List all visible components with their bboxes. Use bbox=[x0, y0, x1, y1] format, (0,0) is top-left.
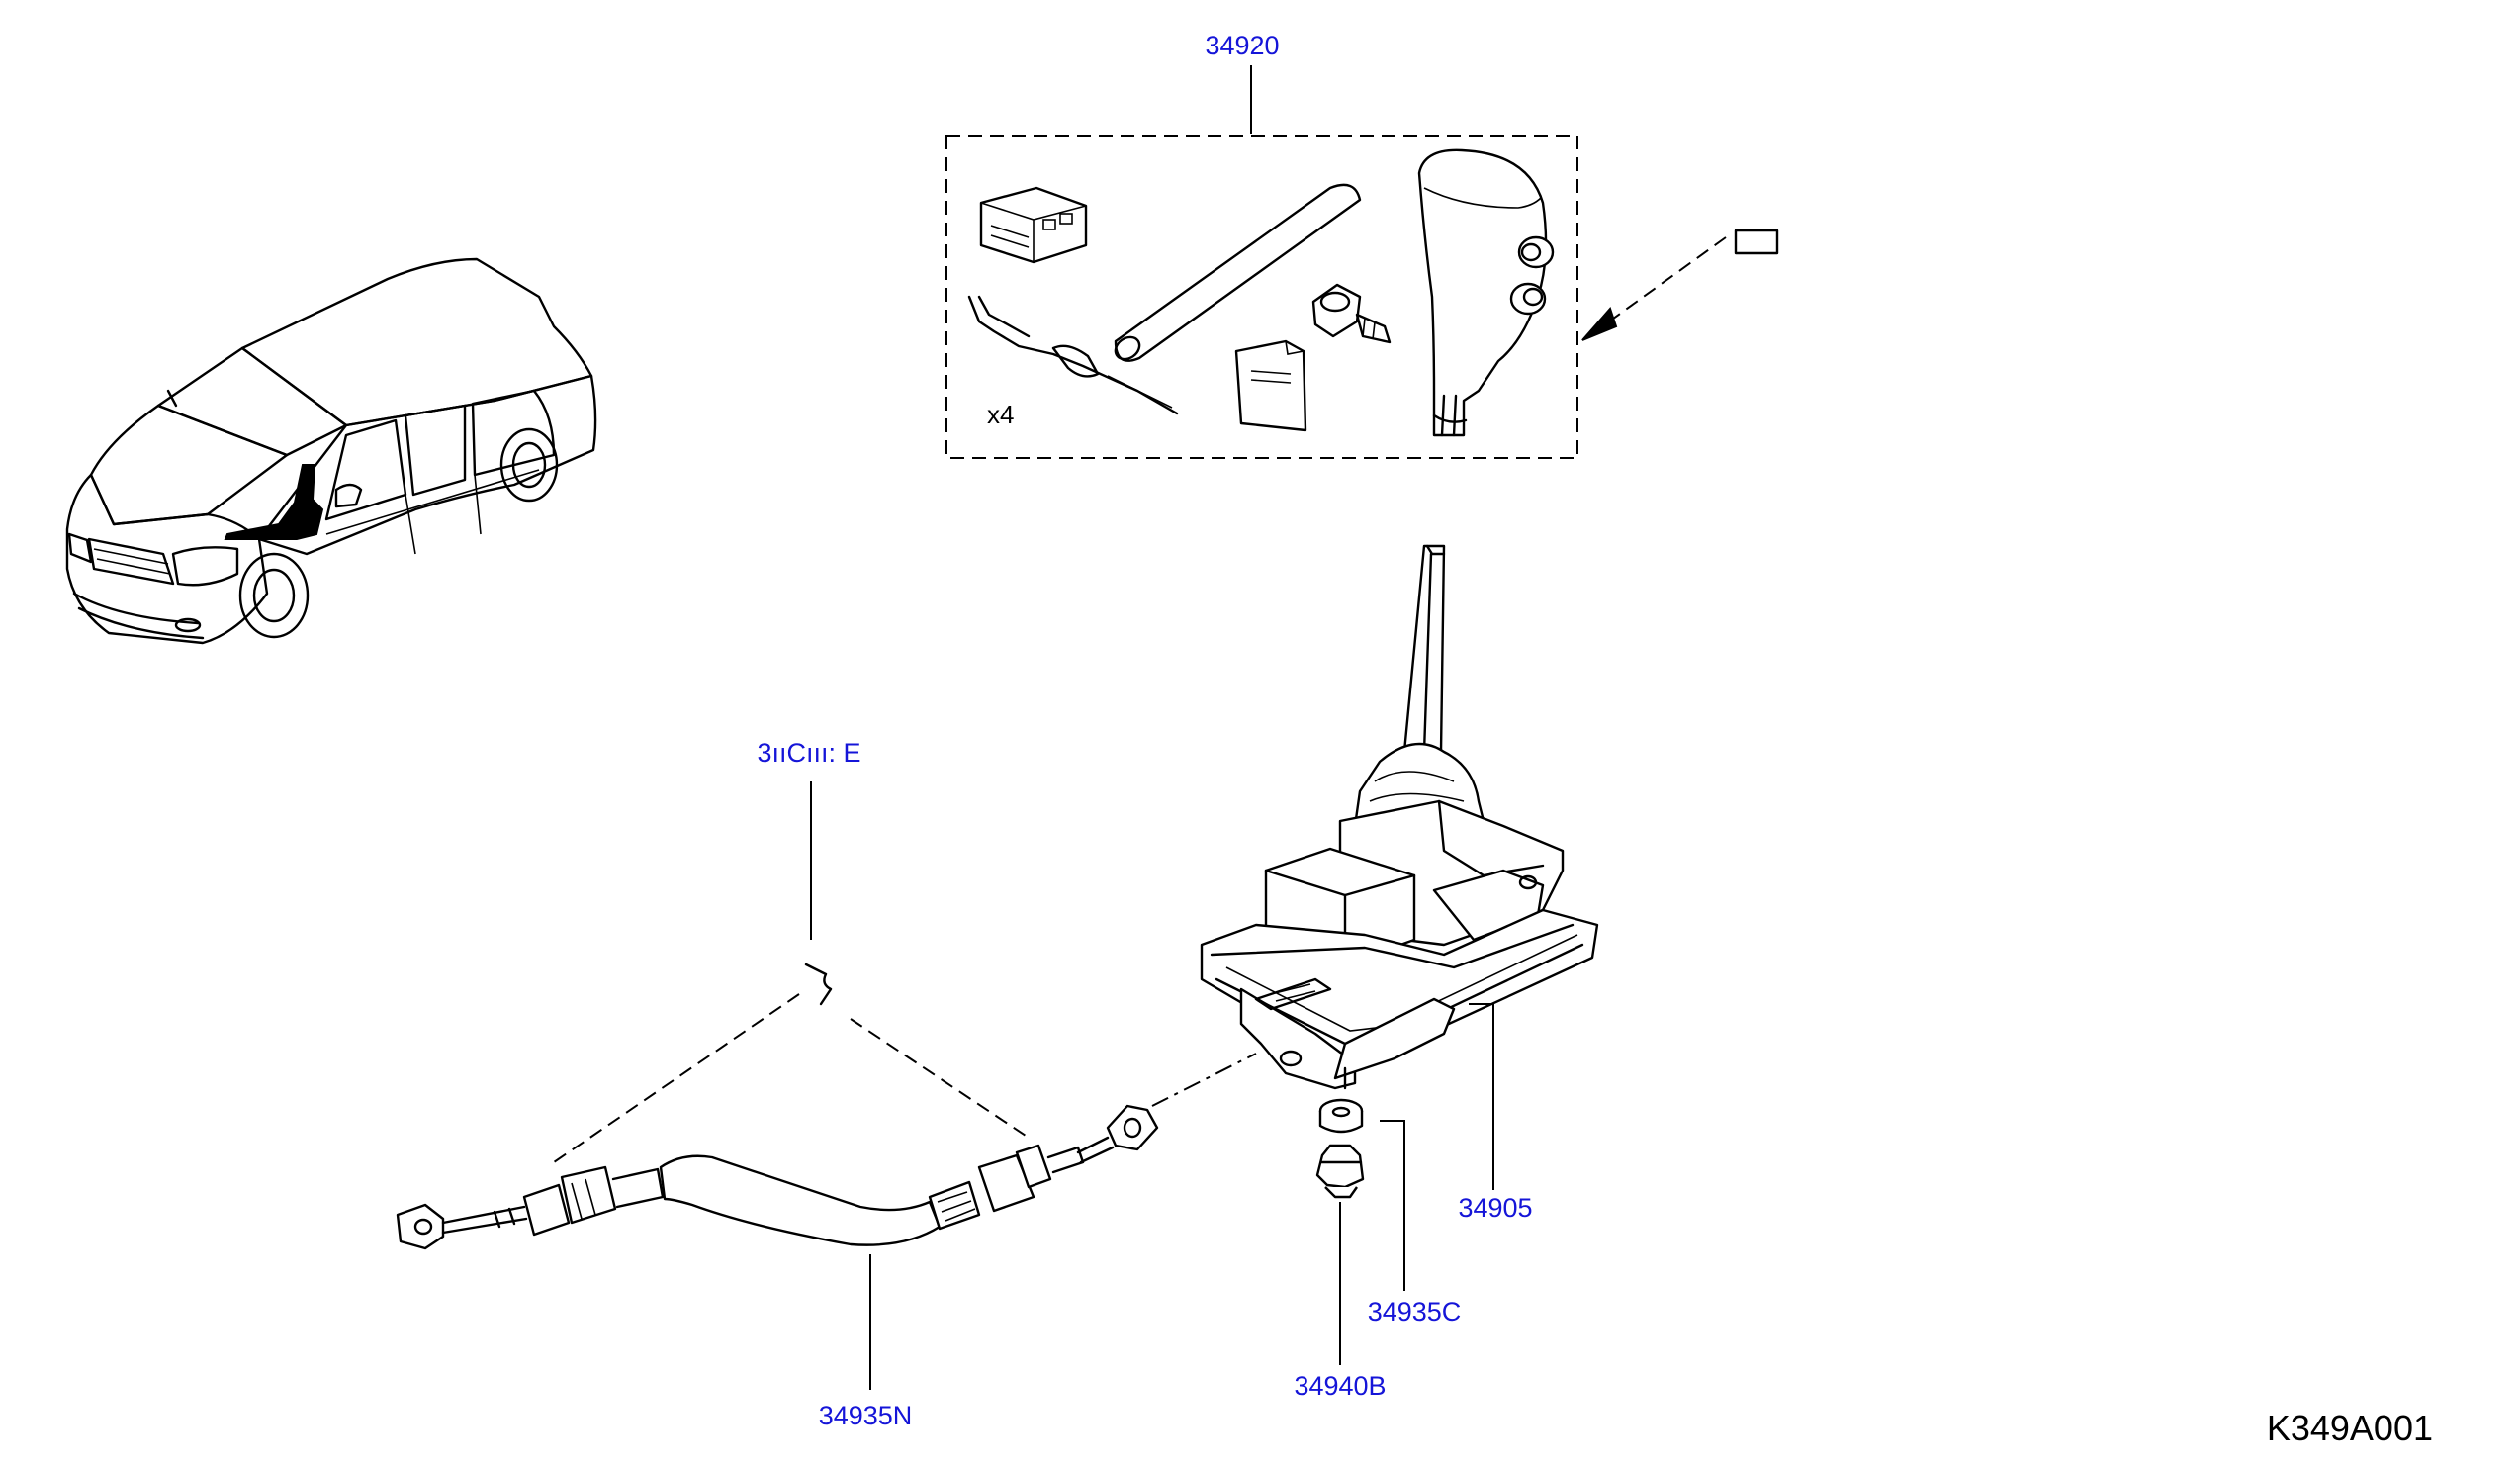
callout-34920: 34920 bbox=[1205, 31, 1279, 60]
kit-quantity-note: x4 bbox=[987, 400, 1014, 429]
instruction-leaflet-icon bbox=[1234, 339, 1307, 432]
cable-sheath bbox=[659, 1154, 942, 1246]
vehicle-locator-illustration bbox=[65, 257, 597, 645]
connector-icon bbox=[979, 186, 1088, 264]
grommet-icon bbox=[1315, 1144, 1365, 1199]
kit-boundary-box bbox=[945, 135, 1578, 459]
reference-arrow bbox=[1581, 229, 1779, 341]
shift-lever-assembly bbox=[1200, 544, 1599, 1090]
terminal-icon bbox=[967, 295, 1179, 415]
callout-34905: 34905 bbox=[1458, 1193, 1532, 1223]
control-cable-assembly bbox=[396, 1104, 1159, 1250]
callout-34940B: 34940B bbox=[1294, 1371, 1386, 1401]
shifter-location-marker bbox=[224, 464, 324, 540]
bushing-icon bbox=[1318, 1098, 1364, 1134]
rod-icon bbox=[1114, 183, 1362, 362]
drawing-code: K349A001 bbox=[2267, 1408, 2433, 1448]
callout-34935C: 34935C bbox=[1368, 1297, 1462, 1327]
screw-icon bbox=[1311, 283, 1392, 344]
callout-34935N: 34935N bbox=[819, 1401, 913, 1430]
knob-kit-group: 34920 x4 bbox=[945, 31, 1779, 459]
callout-obscured-reference: 3ııCııı: E bbox=[757, 738, 860, 768]
shift-knob-icon bbox=[1417, 148, 1555, 437]
